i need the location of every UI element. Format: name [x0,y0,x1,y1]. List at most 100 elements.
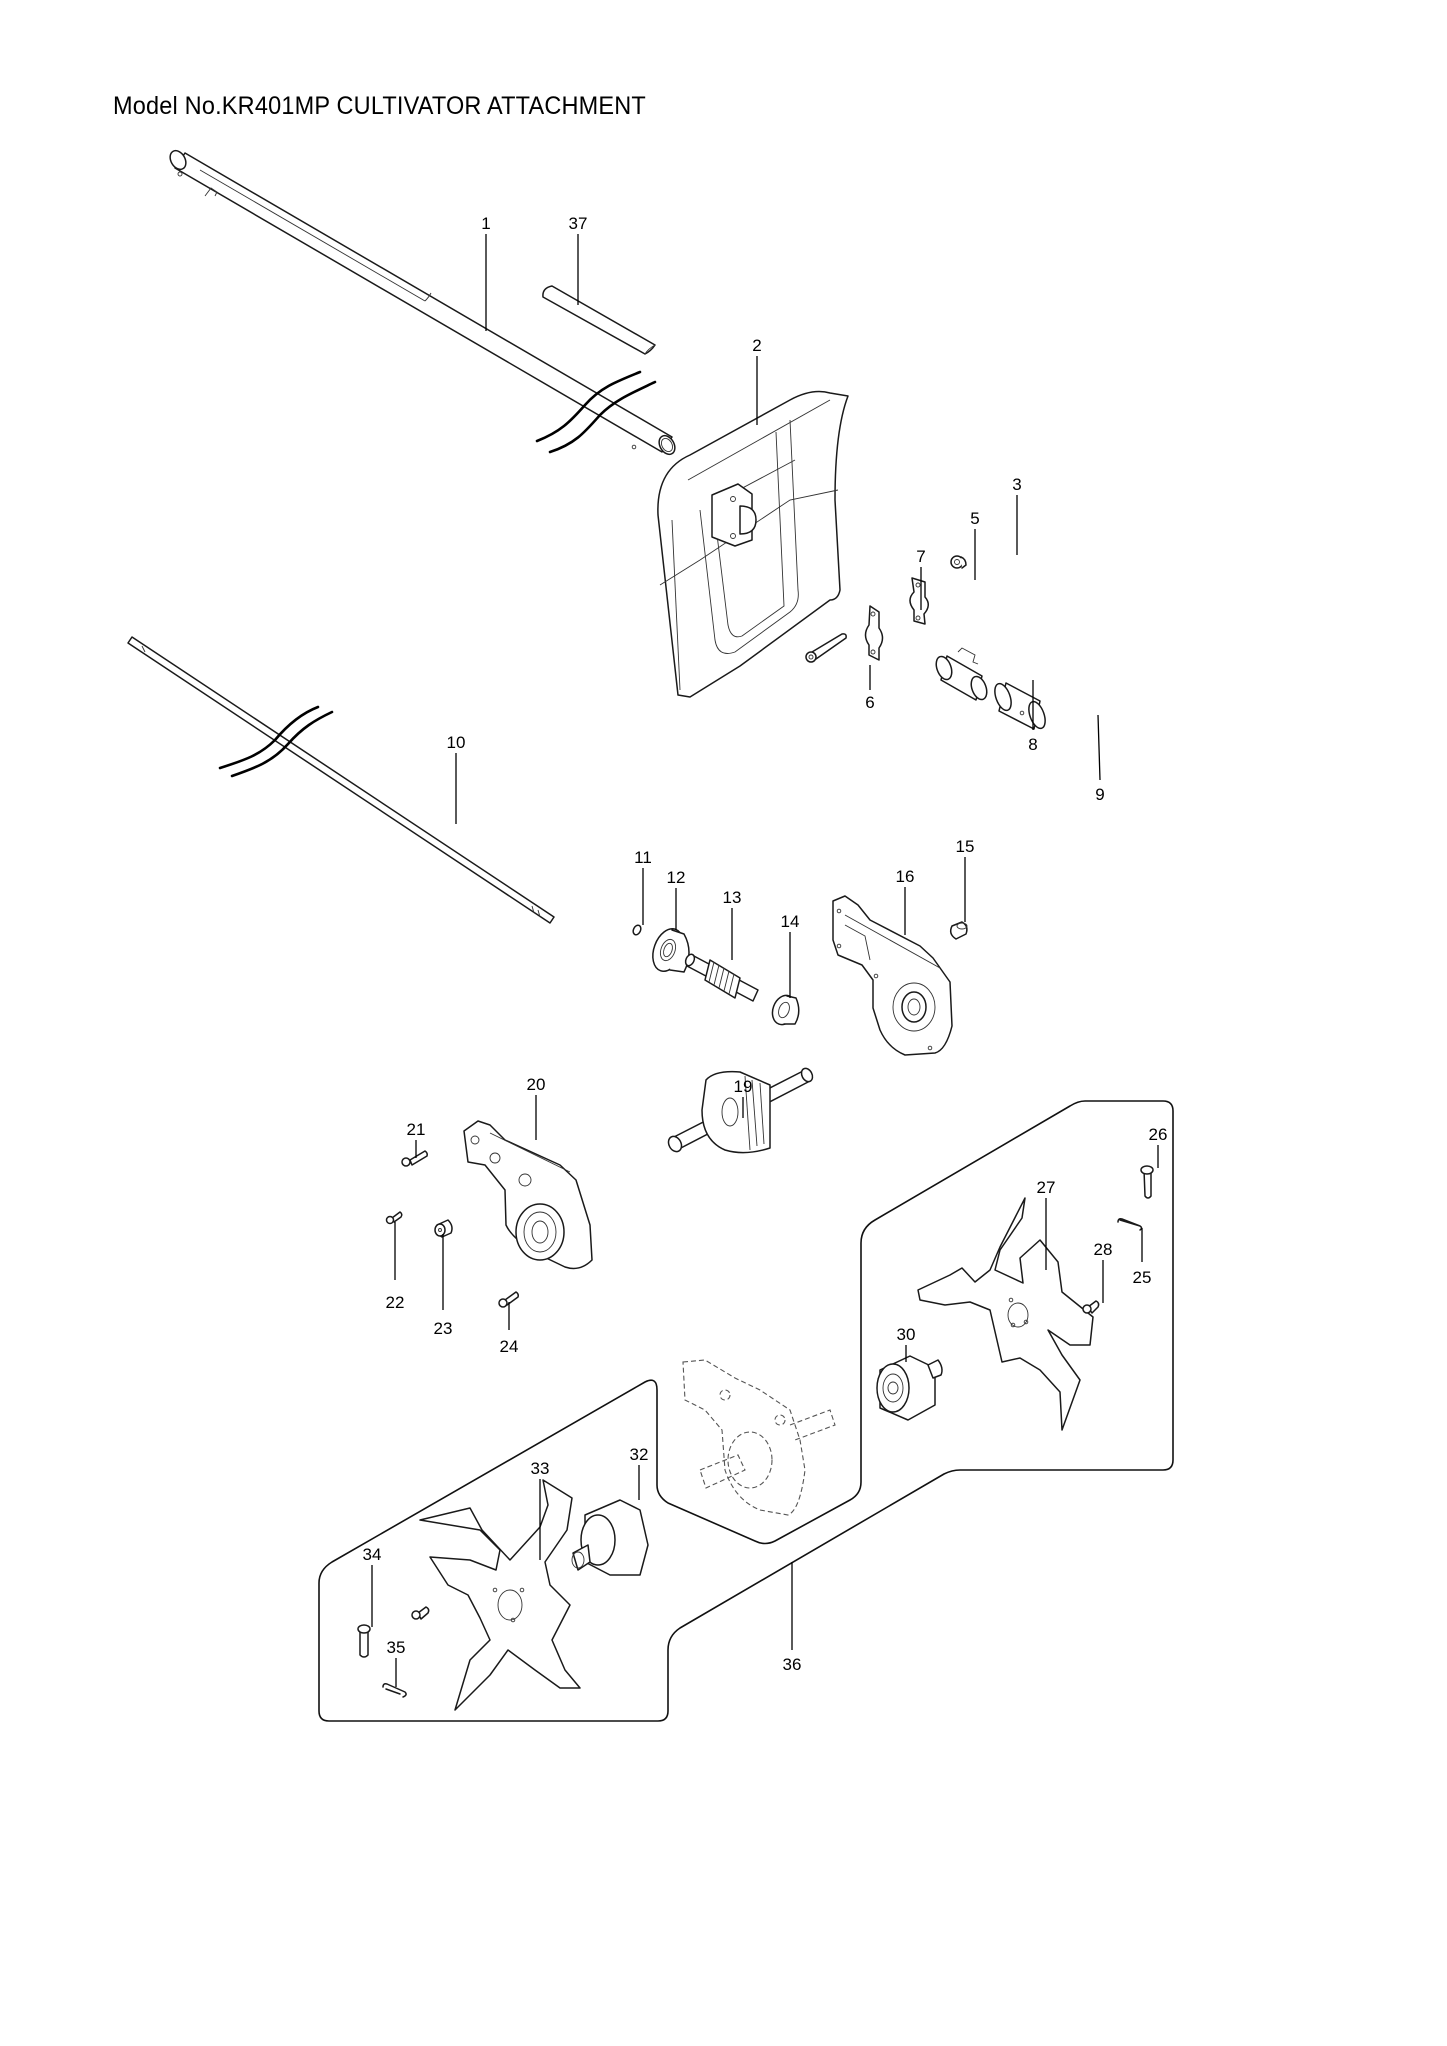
spur-gear-shaft-drawing[interactable] [666,1066,815,1154]
bolt-left-drawing[interactable] [411,1606,430,1620]
part-number-label: 8 [1028,735,1037,754]
callout-34[interactable]: 34 [363,1545,382,1627]
part-number-label: 23 [434,1319,453,1338]
joint-pipe-drawing[interactable] [992,681,1049,730]
pin-left-drawing[interactable] [357,1624,371,1658]
part-number-label: 1 [481,214,490,233]
part-number-label: 15 [956,837,975,856]
shaft-pipe-drawing[interactable] [167,148,678,457]
shield-drawing[interactable] [657,390,849,698]
part-number-label: 14 [781,912,800,931]
callout-2[interactable]: 2 [752,336,762,425]
callout-8[interactable]: 8 [1028,680,1038,754]
callout-21[interactable]: 21 [407,1120,426,1158]
snap-pin-drawing[interactable] [1117,1218,1143,1231]
callout-28[interactable]: 28 [1094,1240,1113,1303]
callout-35[interactable]: 35 [387,1638,406,1687]
callout-12[interactable]: 12 [667,868,686,930]
callout-30[interactable]: 30 [897,1325,916,1362]
callout-27[interactable]: 27 [1037,1178,1056,1270]
part-number-label: 21 [407,1120,426,1139]
callout-1[interactable]: 1 [481,214,491,331]
tine-assembly-frame [318,1100,1174,1722]
part-number-label: 7 [916,547,925,566]
page-title: Model No.KR401MP CULTIVATOR ATTACHMENT [113,92,646,120]
part-number-label: 28 [1094,1240,1113,1259]
callout-36[interactable]: 36 [783,1562,802,1674]
screw-small-drawing[interactable] [385,1211,403,1225]
callout-10[interactable]: 10 [447,733,466,824]
callout-7[interactable]: 7 [916,547,926,610]
callout-22[interactable]: 22 [386,1222,405,1312]
part-number-label: 20 [527,1075,546,1094]
screw-drawing[interactable] [401,1150,428,1167]
ball-bearing-small-drawing[interactable] [769,992,800,1028]
callout-37[interactable]: 37 [569,214,588,305]
leader-line [1097,714,1101,781]
drive-shaft-drawing[interactable] [127,636,555,924]
tine-right-drawing[interactable] [917,1197,1094,1431]
tine-left-drawing[interactable] [419,1479,581,1711]
part-number-label: 35 [387,1638,406,1657]
part-number-label: 37 [569,214,588,233]
part-number-label: 22 [386,1293,405,1312]
part-number-label: 9 [1095,785,1104,804]
retaining-ring-drawing[interactable] [632,924,643,936]
grip-cover-drawing[interactable] [542,285,656,355]
sleeve-drawing[interactable] [933,647,989,702]
part-number-label: 16 [896,867,915,886]
part-number-label: 3 [1012,475,1021,494]
callout-6[interactable]: 6 [865,665,875,712]
part-number-label: 13 [723,888,742,907]
ball-bearing-drawing[interactable] [647,925,690,976]
callout-32[interactable]: 32 [630,1445,649,1500]
part-number-label: 25 [1133,1268,1152,1287]
part-number-label: 26 [1149,1125,1168,1144]
bolt-drawing[interactable] [1082,1300,1100,1314]
callout-5[interactable]: 5 [970,509,980,580]
clamp-upper-drawing[interactable] [909,577,929,625]
callout-13[interactable]: 13 [723,888,742,960]
callout-9[interactable]: 9 [1095,714,1105,804]
callout-11[interactable]: 11 [634,848,652,925]
screw-short-drawing[interactable] [498,1291,519,1308]
part-number-label: 2 [752,336,761,355]
callout-23[interactable]: 23 [434,1234,453,1338]
collar-drawing[interactable] [434,1219,453,1238]
part-number-label: 27 [1037,1178,1056,1197]
worm-gear-drawing[interactable] [684,953,759,1002]
cap-drawing[interactable] [949,921,968,940]
callout-33[interactable]: 33 [531,1459,550,1560]
callout-20[interactable]: 20 [527,1075,546,1140]
tine-holder-left-drawing[interactable] [571,1499,649,1576]
callout-14[interactable]: 14 [781,912,800,998]
callout-26[interactable]: 26 [1149,1125,1168,1168]
tine-holder-right-drawing[interactable] [876,1355,943,1421]
callout-3[interactable]: 3 [1012,475,1022,555]
part-number-label: 34 [363,1545,382,1564]
break-mark [218,705,320,770]
part-number-label: 10 [447,733,466,752]
callout-16[interactable]: 16 [896,867,915,935]
snap-pin-left-drawing[interactable] [382,1683,407,1698]
gearbox-assembly-phantom [682,1359,836,1516]
clamp-lower-drawing[interactable] [864,605,884,661]
part-number-label: 12 [667,868,686,887]
part-number-label: 36 [783,1655,802,1674]
part-number-label: 19 [734,1077,753,1096]
part-number-label: 24 [500,1337,519,1356]
hex-socket-bolt-drawing[interactable] [805,633,847,663]
hex-nut-drawing[interactable] [950,555,967,569]
break-mark [230,710,334,778]
callout-layer: 1235678910111213141516192021222324252627… [363,214,1168,1687]
callout-24[interactable]: 24 [500,1302,519,1356]
pin-drawing[interactable] [1140,1165,1154,1199]
callout-25[interactable]: 25 [1133,1228,1152,1287]
callout-15[interactable]: 15 [956,837,975,922]
break-mark [535,370,642,443]
part-number-label: 6 [865,693,874,712]
gear-housing-right-drawing[interactable] [463,1120,593,1270]
callout-19[interactable]: 19 [734,1077,753,1118]
gear-housing-left-drawing[interactable] [832,895,953,1056]
